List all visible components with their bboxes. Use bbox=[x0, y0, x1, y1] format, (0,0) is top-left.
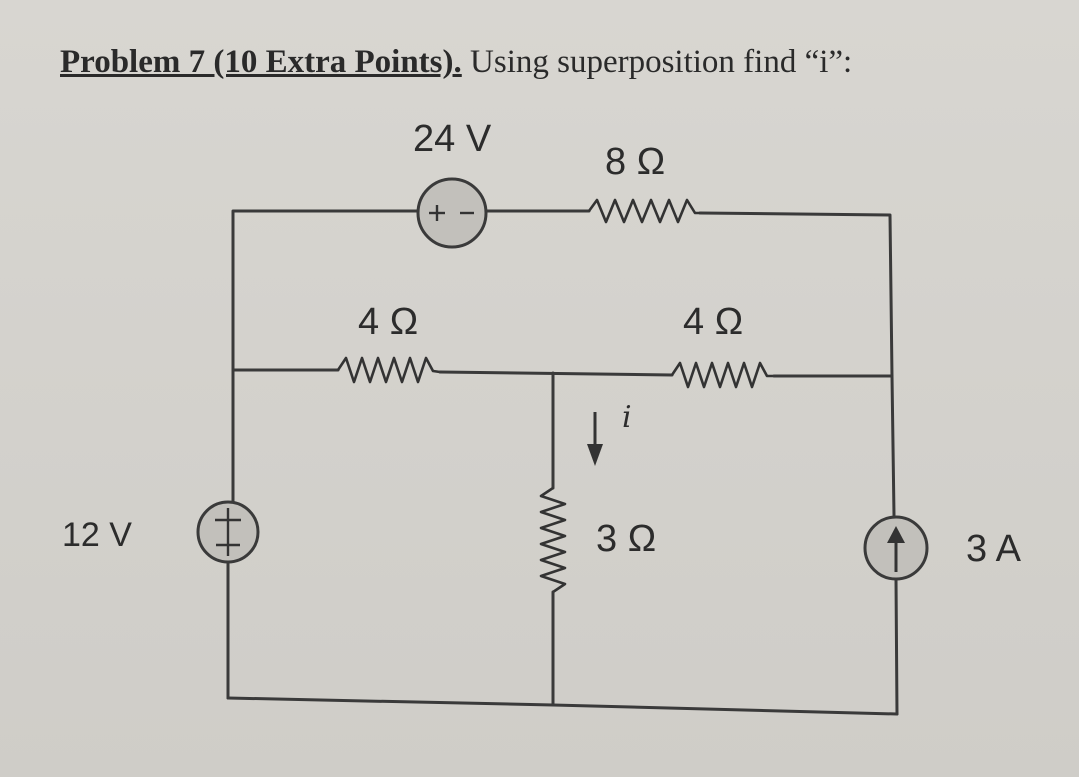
label-4-ohm-right: 4 Ω bbox=[683, 301, 744, 343]
top-wire-left bbox=[231, 209, 420, 372]
problem-text: Using superposition find “i”: bbox=[461, 44, 853, 80]
label-24v: 24 V bbox=[413, 118, 492, 160]
label-12v: 12 V bbox=[62, 516, 132, 554]
top-wire-right bbox=[698, 211, 894, 378]
problem-number: Problem 7 (10 Extra Points). bbox=[60, 44, 462, 80]
label-4-ohm-left: 4 Ω bbox=[358, 301, 419, 343]
right-wire-lower bbox=[894, 577, 899, 716]
problem-statement: Problem 7 (10 Extra Points). Using super… bbox=[60, 44, 852, 81]
resistor-4-ohm-left bbox=[336, 356, 441, 384]
current-arrow-head bbox=[587, 444, 603, 466]
right-wire-upper bbox=[890, 374, 896, 517]
resistor-3-ohm bbox=[539, 486, 567, 594]
resistor-8-ohm bbox=[587, 198, 700, 224]
label-8-ohm: 8 Ω bbox=[605, 141, 666, 183]
resistor-4-ohm-right bbox=[670, 361, 774, 389]
label-3a: 3 A bbox=[966, 528, 1021, 570]
label-current-i: i bbox=[622, 400, 632, 435]
label-3-ohm: 3 Ω bbox=[596, 518, 657, 560]
mid-wire-center bbox=[438, 370, 674, 377]
bottom-wire bbox=[226, 696, 899, 716]
source-arrow-head bbox=[887, 526, 905, 543]
voltage-source-24v bbox=[416, 177, 488, 249]
